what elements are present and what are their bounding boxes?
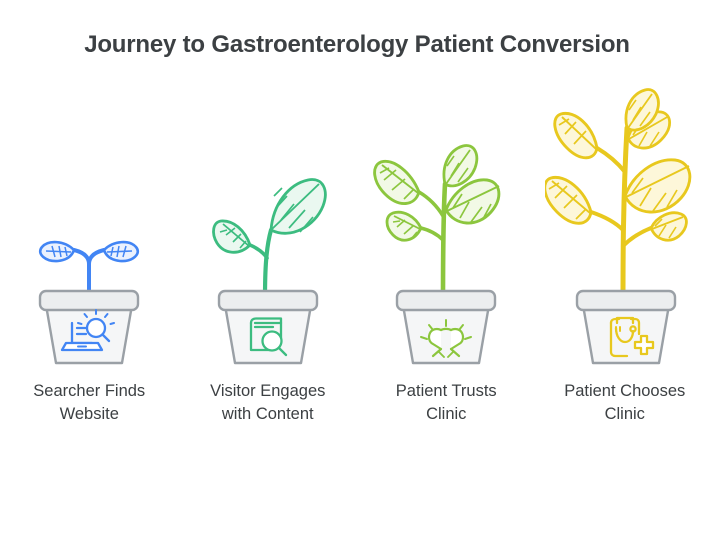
- plant-leaf-lower-right-4: [649, 211, 688, 242]
- plant-svg-2: [211, 178, 327, 365]
- plant-leaf-upper-left-4: [553, 111, 599, 160]
- stage-4-patient-chooses-clinic[interactable]: Patient Chooses Clinic: [536, 80, 714, 440]
- plant-leaf-lower-left-4: [544, 175, 593, 225]
- pot-3: [396, 289, 497, 365]
- plant-leaf-top-3: [442, 144, 479, 188]
- stage-4-label-line2: Clinic: [604, 405, 645, 423]
- plant-illustration-4: [536, 80, 714, 366]
- stage-3-label-line2: Clinic: [426, 405, 467, 423]
- stage-1-label-line2: Website: [59, 405, 119, 423]
- plant-leaf-small-left-2: [211, 219, 252, 254]
- stage-1-caption: Searcher Finds Website: [0, 380, 179, 440]
- pot-4: [575, 289, 676, 365]
- handshake-icon: [420, 319, 473, 358]
- plant-leaf-top-4: [624, 88, 660, 132]
- plant-leaf-right-3: [444, 178, 501, 225]
- plant-svg-3: [373, 144, 501, 365]
- seedling-leaf-right-1: [102, 240, 140, 263]
- stage-4-label-line1: Patient Chooses: [564, 382, 686, 400]
- medical-clipboard-icon: [609, 316, 654, 358]
- stage-3-caption: Patient Trusts Clinic: [357, 380, 536, 440]
- stage-3-patient-trusts-clinic[interactable]: Patient Trusts Clinic: [357, 80, 536, 440]
- laptop-search-icon: [61, 309, 116, 352]
- stage-2-label-line2: with Content: [221, 405, 314, 423]
- plant-leaf-left-3: [373, 159, 421, 205]
- seedling-leaf-left-1: [39, 240, 76, 263]
- stage-2-caption: Visitor Engages with Content: [179, 380, 358, 440]
- plant-stem-2: [247, 227, 273, 301]
- page-title: Journey to Gastroenterology Patient Conv…: [84, 31, 630, 58]
- plant-leaf-lower-left-3: [385, 210, 423, 242]
- plant-svg-4: [544, 88, 691, 365]
- plant-leaf-large-right-2: [269, 178, 327, 235]
- plant-svg-1: [39, 240, 140, 365]
- plant-illustration-1: [0, 80, 179, 366]
- plant-illustration-2: [179, 80, 358, 366]
- book-search-icon: [249, 317, 287, 357]
- stage-2-label-line1: Visitor Engages: [210, 382, 326, 400]
- stage-4-caption: Patient Chooses Clinic: [536, 380, 714, 440]
- stage-1-label-line1: Searcher Finds: [33, 382, 146, 400]
- stage-1-searcher-finds-website[interactable]: Searcher Finds Website: [0, 80, 179, 440]
- stage-3-label-line1: Patient Trusts: [395, 382, 497, 400]
- stage-2-visitor-engages-with-content[interactable]: Visitor Engages with Content: [179, 80, 358, 440]
- plant-illustration-3: [357, 80, 536, 366]
- stage-row: Searcher Finds Website: [0, 80, 714, 440]
- plant-leaf-right-4: [623, 158, 691, 214]
